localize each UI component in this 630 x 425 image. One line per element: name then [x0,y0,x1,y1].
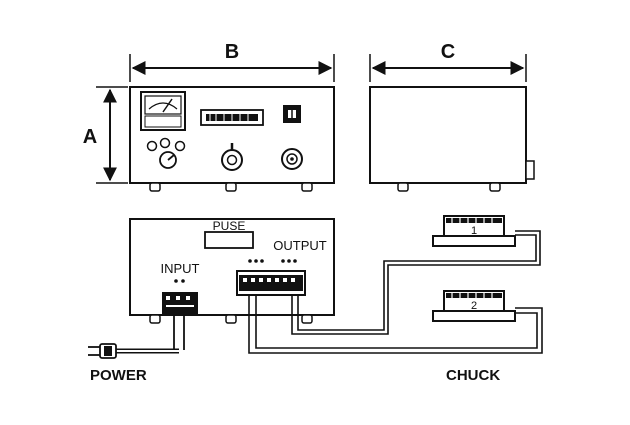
output-label: OUTPUT [273,238,327,253]
chuck-2: 2 [432,290,516,322]
chuck-1: 1 [432,215,516,247]
chuck-cables [248,230,543,354]
rotary-knob-icon [221,143,243,171]
power-label: POWER [90,367,147,384]
dimension-c-label: C [441,41,455,63]
display-panel [200,109,264,126]
output-terminal: OUTPUT [236,238,327,296]
dimension-a-label: A [83,126,97,148]
input-terminal: INPUT [161,261,200,314]
power-plug-icon [88,343,117,359]
side-view [369,86,535,192]
chuck-label: CHUCK [446,367,500,384]
power-cable: POWER [88,314,185,384]
rear-view: PUSE OUTPUT INPUT [129,218,335,324]
selector-knobs-icon [146,137,186,169]
input-label: INPUT [161,261,200,276]
dimension-b-label: B [225,41,239,63]
front-connector-icon [281,148,303,170]
fuse-holder: PUSE [204,219,254,249]
dimension-b: B [129,41,335,82]
dimension-a: A [83,86,128,184]
front-view [129,86,335,192]
power-switch-icon [283,105,301,123]
fuse-label: PUSE [213,219,246,233]
meter-gauge-icon [140,91,186,131]
chuck-2-number: 2 [471,300,477,312]
chuck-1-number: 1 [471,225,477,237]
dimension-c: C [369,41,527,82]
